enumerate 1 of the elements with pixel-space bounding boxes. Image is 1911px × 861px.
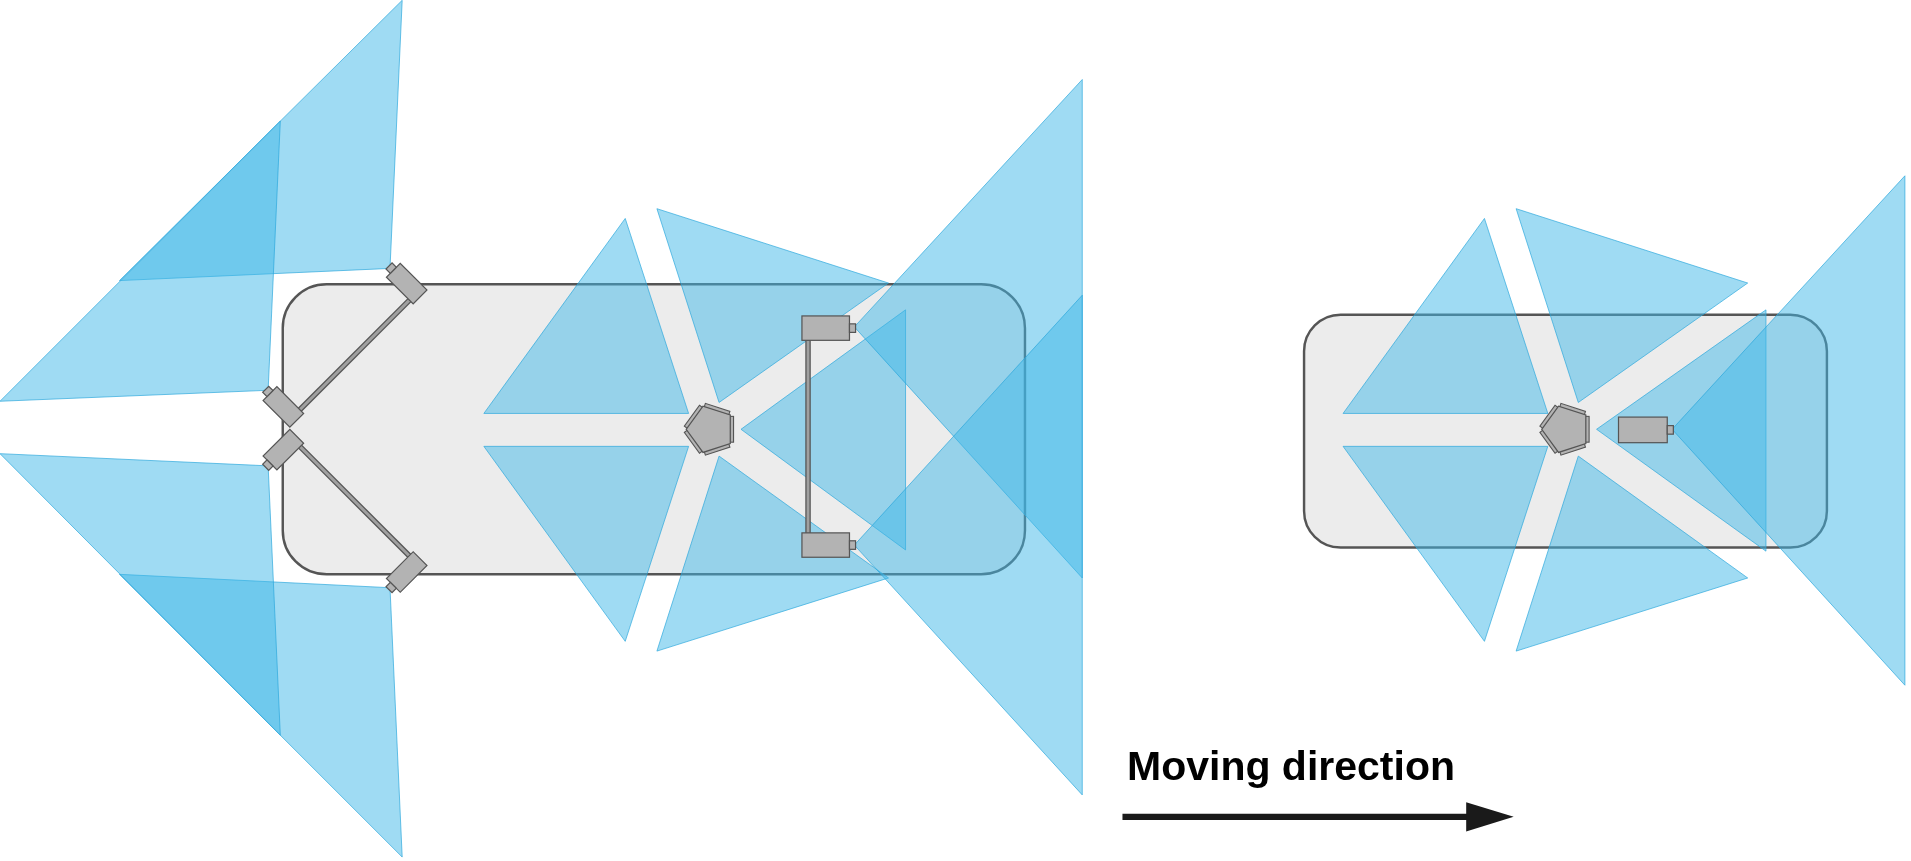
direction-label: Moving direction <box>1127 746 1455 787</box>
